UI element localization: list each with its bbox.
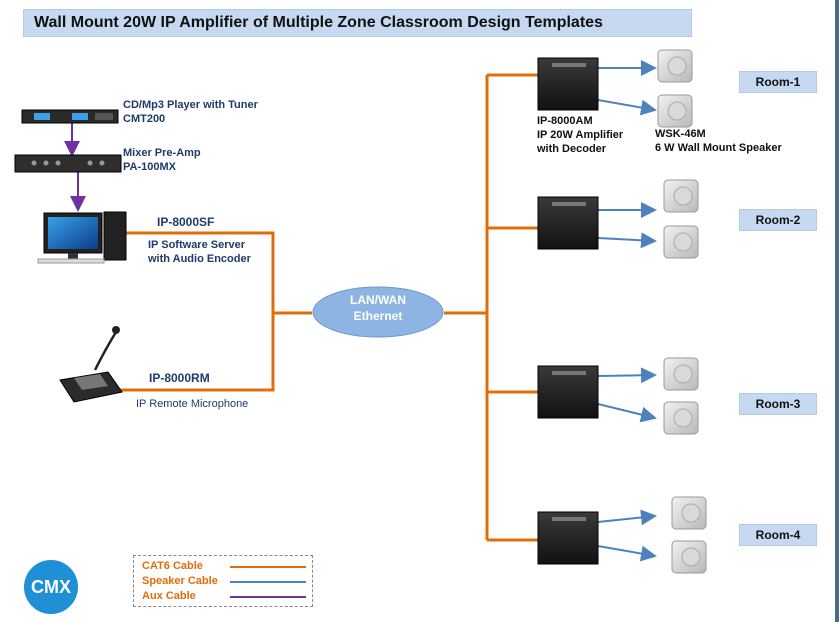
room-label-3: Room-3 bbox=[739, 393, 817, 415]
speaker-2 bbox=[657, 94, 693, 128]
network-label: LAN/WAN Ethernet bbox=[314, 292, 442, 324]
amplifier-3 bbox=[537, 365, 599, 419]
server-desc-1: IP Software Server bbox=[148, 239, 246, 251]
speaker-5 bbox=[663, 357, 699, 391]
mixer-name: Mixer Pre-Amp bbox=[123, 147, 201, 159]
speaker-3 bbox=[663, 179, 699, 213]
legend-cat6-label: CAT6 Cable bbox=[142, 560, 203, 572]
right-edge-border bbox=[835, 0, 839, 622]
room-label-2: Room-2 bbox=[739, 209, 817, 231]
amplifier-desc-2: with Decoder bbox=[537, 143, 607, 155]
title-bar: Wall Mount 20W IP Amplifier of Multiple … bbox=[23, 9, 692, 37]
legend-aux-label: Aux Cable bbox=[142, 590, 196, 602]
room-label-4: Room-4 bbox=[739, 524, 817, 546]
cmx-logo-text: CMX bbox=[31, 577, 71, 597]
mixer-model: PA-100MX bbox=[123, 161, 176, 173]
speaker-desc: 6 W Wall Mount Speaker bbox=[655, 142, 782, 154]
speaker-8 bbox=[671, 540, 707, 574]
amplifier-2 bbox=[537, 196, 599, 250]
speaker-1 bbox=[657, 49, 693, 83]
amplifiers bbox=[537, 57, 599, 565]
server-desc-2: with Audio Encoder bbox=[148, 253, 251, 265]
mixer-device bbox=[14, 154, 122, 173]
remote-mic-device bbox=[59, 326, 123, 403]
page-title: Wall Mount 20W IP Amplifier of Multiple … bbox=[34, 14, 603, 31]
amplifier-1 bbox=[537, 57, 599, 111]
cd-player-model: CMT200 bbox=[123, 113, 166, 125]
mic-model: IP-8000RM bbox=[149, 371, 210, 385]
speaker-4 bbox=[663, 225, 699, 259]
network-label-line1: LAN/WAN bbox=[350, 293, 406, 307]
cable-legend: CAT6 Cable Speaker Cable Aux Cable bbox=[133, 555, 313, 607]
legend-speaker-label: Speaker Cable bbox=[142, 575, 218, 587]
room-label-1: Room-1 bbox=[739, 71, 817, 93]
speakers bbox=[657, 49, 707, 574]
cd-player-name: CD/Mp3 Player with Tuner bbox=[123, 99, 258, 111]
lan-wan-cloud bbox=[312, 286, 444, 338]
cd-player-device bbox=[21, 109, 119, 124]
speaker-7 bbox=[671, 496, 707, 530]
cat6-cables bbox=[118, 73, 538, 542]
amplifier-model: IP-8000AM bbox=[537, 115, 593, 127]
cmx-logo: CMX bbox=[24, 560, 78, 614]
cable-mic-to-switch bbox=[118, 313, 275, 392]
mic-desc: IP Remote Microphone bbox=[136, 398, 249, 410]
pc-device bbox=[37, 211, 127, 264]
speaker-cables bbox=[597, 60, 657, 562]
speaker-model: WSK-46M bbox=[655, 128, 706, 140]
network-label-line2: Ethernet bbox=[353, 309, 403, 323]
server-model: IP-8000SF bbox=[157, 215, 215, 229]
speaker-6 bbox=[663, 401, 699, 435]
legend-swatches bbox=[230, 566, 306, 598]
amplifier-desc-1: IP 20W Amplifier bbox=[537, 129, 624, 141]
amplifier-4 bbox=[537, 511, 599, 565]
cable-server-to-switch bbox=[126, 231, 312, 315]
aux-cables bbox=[64, 123, 86, 212]
